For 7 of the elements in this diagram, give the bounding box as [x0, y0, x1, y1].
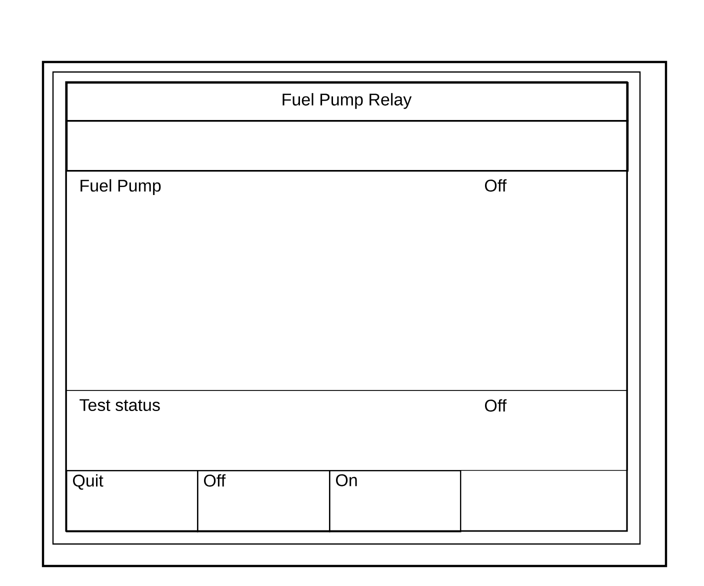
blank-row	[66, 120, 629, 172]
soft-key: On	[329, 470, 462, 532]
status-row: Test status Off	[66, 390, 628, 471]
status-row: Fuel Pump Off	[66, 170, 628, 391]
title-bar: Fuel Pump Relay	[66, 82, 629, 122]
soft-key: Off	[197, 470, 330, 532]
soft-key: Quit	[66, 470, 198, 532]
